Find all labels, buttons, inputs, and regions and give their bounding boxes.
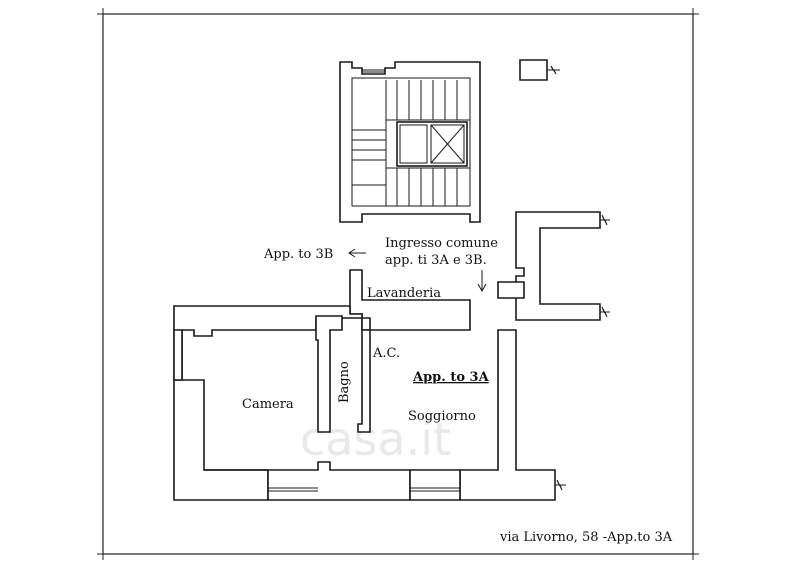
pier-top-right [519, 59, 560, 81]
label-ac: A.C. [372, 346, 400, 361]
label-living: Soggiorno [408, 409, 476, 424]
label-entrance-line2: app. ti 3A e 3B. [385, 253, 487, 268]
arrows [348, 248, 487, 293]
right-walls [497, 211, 610, 321]
stairwell [339, 61, 481, 223]
label-entrance-line1: Ingresso comune [385, 236, 498, 251]
label-app-3a: App. to 3A [412, 370, 490, 385]
label-bathroom: Bagno [337, 361, 352, 403]
caption: via Livorno, 58 -App.to 3A [499, 530, 673, 545]
label-laundry: Lavanderia [367, 286, 441, 301]
label-bedroom: Camera [242, 397, 294, 412]
apartment-3a [173, 269, 566, 501]
label-app-3b: App. to 3B [263, 247, 333, 262]
drawing-frame [102, 13, 694, 555]
corner-marks [97, 8, 699, 560]
